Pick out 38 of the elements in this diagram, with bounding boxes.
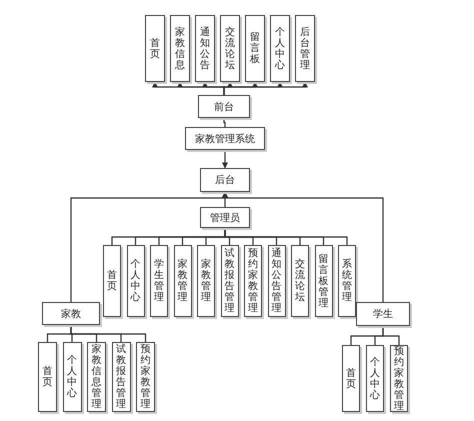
module-box: 首页	[103, 245, 121, 317]
module-box: 学生管理	[150, 245, 168, 317]
system-box: 前台	[198, 95, 250, 118]
system-box: 家教	[42, 302, 100, 325]
connector-line	[70, 325, 146, 342]
module-box: 个人中心	[62, 342, 82, 412]
module-box: 试教报告管理	[112, 342, 130, 412]
module-box: 个人中心	[126, 245, 144, 317]
module-box: 首页	[145, 15, 165, 82]
module-box: 家教管理	[197, 245, 215, 317]
module-box: 首页	[38, 342, 57, 412]
module-box: 留言板	[245, 15, 265, 82]
connector-line	[222, 192, 384, 302]
module-box: 交流论坛	[291, 245, 309, 317]
module-box: 首页	[342, 345, 360, 412]
system-box: 家教管理系统	[185, 127, 265, 150]
module-box: 家教信息	[170, 15, 190, 82]
module-box: 家教信息管理	[87, 342, 106, 412]
module-box: 家教管理	[174, 245, 192, 317]
module-box: 预约家教管理	[244, 245, 262, 317]
module-box: 后台管理	[295, 15, 315, 82]
connector-line	[382, 326, 400, 345]
system-box: 后台	[200, 168, 250, 192]
system-box: 管理员	[200, 207, 250, 228]
module-box: 个人中心	[366, 345, 384, 412]
module-box: 系统管理	[338, 245, 356, 317]
module-box: 预约家教管理	[136, 342, 155, 412]
module-box: 试教报告管理	[220, 245, 238, 317]
module-box: 个人中心	[270, 15, 290, 82]
module-box: 通知公告管理	[268, 245, 286, 317]
module-box: 预约家教管理	[390, 345, 408, 412]
module-box: 留言板管理	[314, 245, 332, 317]
module-box: 交流论坛	[220, 15, 240, 82]
connector-line	[223, 82, 308, 95]
system-box: 学生	[356, 302, 410, 326]
connector-line	[222, 150, 228, 168]
connector-line	[224, 228, 348, 245]
module-box: 通知公告	[195, 15, 215, 82]
